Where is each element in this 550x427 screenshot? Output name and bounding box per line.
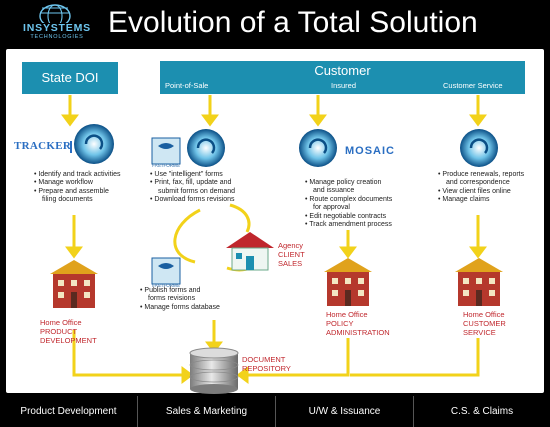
list-item: Prepare and assemble — [34, 188, 121, 196]
footer-product-development: Product Development — [20, 406, 117, 417]
list-item: Publish forms and — [140, 287, 220, 295]
home-office-policy-administration-label: Home Office POLICY ADMINISTRATION — [326, 310, 390, 337]
list-item: Produce renewals, reports — [438, 171, 524, 179]
list-item: and correspondence — [446, 179, 510, 187]
list-item: Track amendment process — [305, 221, 392, 229]
list-item: View client files online — [438, 188, 524, 196]
list-item: Identify and track activities — [34, 171, 120, 179]
list-item: forms revisions — [148, 295, 196, 303]
list-item: Edit negotiable contracts — [305, 213, 392, 221]
list-item: Route complex documents — [305, 196, 392, 204]
footer-uw-issuance: U/W & Issuance — [308, 406, 381, 417]
fastforms-label-1: FASTFORMS — [152, 163, 180, 168]
tracker-desc: Identify and track activities Manage wor… — [34, 171, 121, 205]
mosaic-logo: MOSAIC — [345, 145, 395, 157]
diagram-canvas — [6, 49, 544, 393]
agency-house-icon — [226, 232, 274, 271]
document-repository-icon — [189, 347, 239, 394]
footer-divider — [275, 396, 276, 427]
list-item: Manage workflow — [34, 179, 121, 187]
globe-logo-icon — [39, 4, 71, 23]
list-item: filing documents — [42, 196, 93, 204]
footer-divider — [137, 396, 138, 427]
customer-service-desc: Produce renewals, reports and correspond… — [438, 171, 524, 205]
header — [0, 0, 550, 46]
customer-service-label: Customer Service — [443, 81, 503, 90]
logo-text: INSYSTEMS — [23, 22, 91, 34]
list-item: Download forms revisions — [150, 196, 235, 204]
list-item: submit forms on demand — [158, 187, 236, 195]
page-title: Evolution of a Total Solution — [108, 6, 478, 39]
fastforms-label-2: FASTFORMS — [152, 283, 180, 288]
calliso-logos — [74, 124, 498, 167]
list-item: Print, fax, fill, update and — [150, 179, 235, 187]
footer-divider — [413, 396, 414, 427]
footer-sales-marketing: Sales & Marketing — [165, 406, 248, 417]
home-office-buildings — [50, 258, 503, 308]
state-doi-bar: State DOI — [22, 62, 118, 94]
tracker-logo: TRACKER — [14, 140, 72, 154]
point-of-sale-label: Point-of-Sale — [165, 81, 209, 90]
home-office-customer-service-label: Home Office CUSTOMER SERVICE — [463, 310, 506, 337]
customer-bar-title: Customer — [314, 63, 371, 78]
footer-cs-claims: C.S. & Claims — [450, 406, 514, 417]
insured-label: Insured — [331, 81, 357, 90]
customer-bar — [160, 61, 525, 94]
list-item: Use "intelligent" forms — [150, 171, 235, 179]
fastforms-icons — [151, 137, 181, 285]
agency-label: Agency CLIENT SALES — [278, 241, 305, 268]
point-of-sale-desc: Use "intelligent" forms Print, fax, fill… — [150, 171, 235, 205]
document-repository-label: DOCUMENT REPOSITORY — [242, 355, 291, 373]
arrows — [61, 95, 487, 384]
list-item: for approval — [313, 204, 350, 212]
list-item: Manage forms database — [140, 304, 220, 312]
logo-subtext: TECHNOLOGIES — [30, 34, 84, 40]
fastforms-publish-desc: Publish forms and forms revisions Manage… — [140, 287, 220, 312]
list-item: Manage claims — [438, 196, 524, 204]
list-item: Manage policy creation — [305, 179, 392, 187]
list-item: and issuance — [313, 187, 355, 195]
home-office-product-development-label: Home Office PRODUCT DEVELOPMENT — [40, 318, 97, 345]
insured-desc: Manage policy creation and issuance Rout… — [305, 179, 392, 229]
